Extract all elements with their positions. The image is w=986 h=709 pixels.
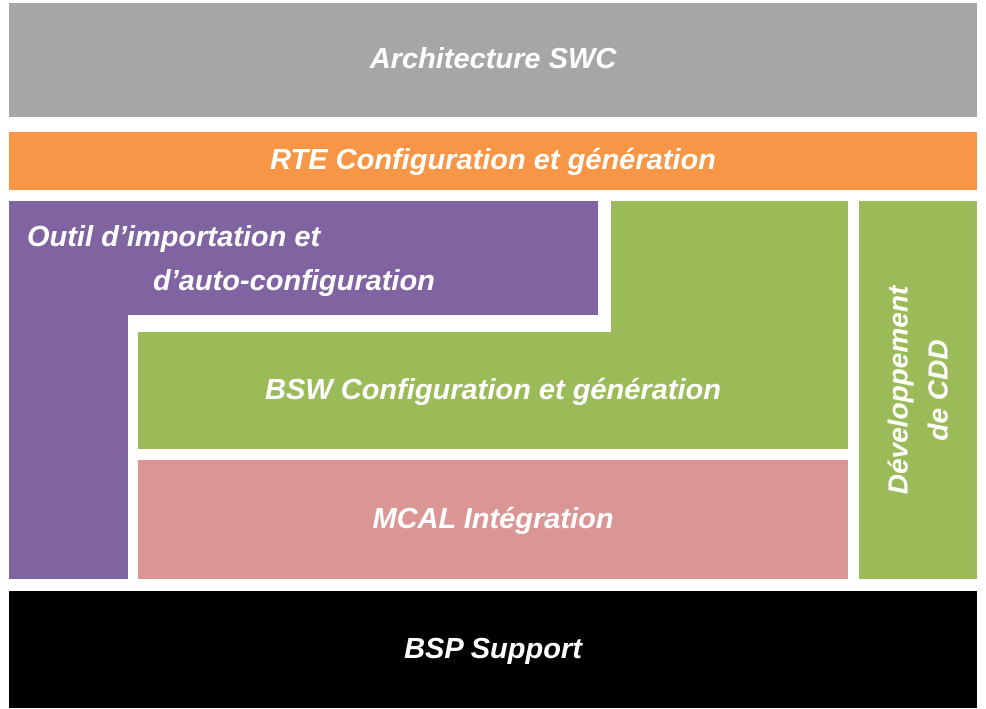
layer-bsp-support-label: BSP Support (404, 632, 582, 665)
outil-label-line2: d’auto-configuration (153, 265, 435, 297)
layer-bsw-configuration-bottom (138, 332, 848, 449)
layer-architecture-swc: Architecture SWC (9, 3, 977, 117)
layer-developpement-cdd: Développement de CDD (859, 201, 977, 579)
layer-mcal-integration: MCAL Intégration (138, 460, 848, 579)
layer-bsw-configuration-label-box: BSW Configuration et génération (138, 332, 848, 449)
layer-bsw-configuration-label: BSW Configuration et génération (265, 373, 721, 406)
cdd-label-line2: de CDD (922, 339, 953, 441)
cdd-label-line1: Développement (882, 285, 913, 495)
outil-label-line1: Outil d’importation et (27, 221, 321, 253)
layer-mcal-integration-label: MCAL Intégration (372, 502, 614, 535)
layer-bsp-support: BSP Support (9, 591, 977, 708)
layer-rte-configuration-label: RTE Configuration et génération (270, 144, 716, 177)
layer-rte-configuration: RTE Configuration et génération (9, 132, 977, 190)
layer-outil-importation-strip (9, 201, 128, 579)
layer-developpement-cdd-label: Développement de CDD (878, 286, 958, 495)
layer-architecture-swc-label: Architecture SWC (369, 43, 617, 76)
layer-outil-importation-label: Outil d’importation et d’auto-configurat… (9, 215, 598, 303)
